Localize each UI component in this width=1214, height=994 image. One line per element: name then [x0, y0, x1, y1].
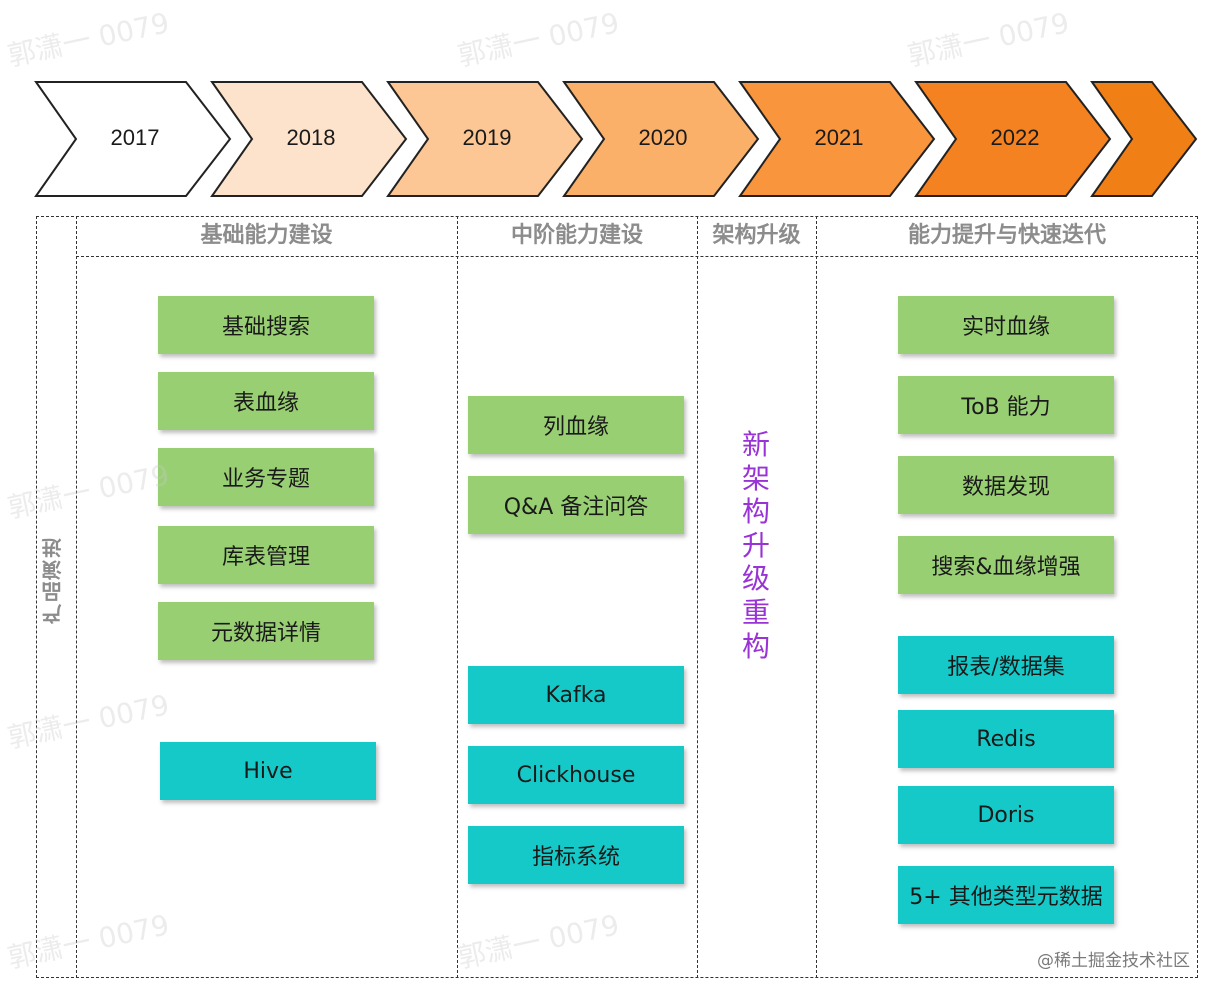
year-label-2021: 2021 — [814, 125, 864, 150]
timeline-chevron — [34, 81, 232, 197]
year-label-2020: 2020 — [638, 125, 688, 150]
timeline-chevron — [210, 81, 408, 197]
phase-title-intermediate: 中阶能力建设 — [510, 223, 643, 248]
divider-3 — [816, 216, 817, 978]
side-label: 产品演进 — [41, 536, 65, 624]
source-credit: @稀土掘金技术社区 — [1037, 951, 1190, 971]
item-label: 基础搜索 — [221, 315, 310, 340]
item-label: 实时血缘 — [961, 315, 1050, 340]
architecture-upgrade-text: 新架构升级重构 — [741, 428, 770, 663]
item-label: 库表管理 — [221, 545, 310, 570]
item-search-lineage-enhance: 搜索&血缘增强 — [898, 536, 1114, 594]
year-label-2017: 2017 — [110, 125, 160, 150]
item-report-dataset: 报表/数据集 — [898, 636, 1114, 694]
timeline — [34, 81, 1198, 197]
item-redis: Redis — [898, 710, 1114, 768]
year-label-2022: 2022 — [990, 125, 1040, 150]
timeline-chevron — [738, 81, 936, 197]
phase-title-improvement: 能力提升与快速迭代 — [907, 223, 1106, 248]
item-label: Doris — [977, 802, 1035, 828]
item-other-metadata: 5+ 其他类型元数据 — [898, 866, 1114, 924]
item-doris: Doris — [898, 786, 1114, 844]
item-hive: Hive — [160, 742, 376, 800]
header-divider — [76, 256, 1198, 257]
item-label: Redis — [976, 726, 1036, 752]
item-label: 元数据详情 — [210, 621, 321, 646]
item-label: 指标系统 — [531, 845, 620, 870]
item-label: 5+ 其他类型元数据 — [909, 885, 1103, 910]
item-label: 列血缘 — [542, 415, 609, 440]
item-label: Q&A 备注问答 — [503, 495, 649, 520]
item-table-lineage: 表血缘 — [158, 372, 374, 430]
item-label: Kafka — [545, 682, 607, 708]
timeline-chevron — [386, 81, 584, 197]
outer-frame — [36, 216, 1198, 978]
item-business-topic: 业务专题 — [158, 448, 374, 506]
divider-1 — [457, 216, 458, 978]
item-data-discovery: 数据发现 — [898, 456, 1114, 514]
item-label: Hive — [243, 758, 293, 784]
item-label: Clickhouse — [516, 762, 636, 788]
item-label: 表血缘 — [232, 391, 299, 416]
timeline-chevron — [562, 81, 760, 197]
phase-title-basic: 基础能力建设 — [200, 223, 333, 248]
item-basic-search: 基础搜索 — [158, 296, 374, 354]
item-label: ToB 能力 — [961, 395, 1051, 420]
item-label: 搜索&血缘增强 — [931, 555, 1081, 580]
item-realtime-lineage: 实时血缘 — [898, 296, 1114, 354]
divider-2 — [697, 216, 698, 978]
phase-title-architecture: 架构升级 — [712, 223, 801, 248]
timeline-chevron — [914, 81, 1112, 197]
item-kafka: Kafka — [468, 666, 684, 724]
item-clickhouse: Clickhouse — [468, 746, 684, 804]
item-column-lineage: 列血缘 — [468, 396, 684, 454]
item-label: 数据发现 — [961, 475, 1050, 500]
item-label: 报表/数据集 — [947, 655, 1065, 680]
item-table-management: 库表管理 — [158, 526, 374, 584]
item-label: 业务专题 — [221, 467, 310, 492]
year-label-2019: 2019 — [462, 125, 512, 150]
item-metadata-detail: 元数据详情 — [158, 602, 374, 660]
timeline-chevron — [1090, 81, 1198, 197]
item-qa-notes: Q&A 备注问答 — [468, 476, 684, 534]
divider-side — [76, 216, 77, 978]
item-tob: ToB 能力 — [898, 376, 1114, 434]
item-metrics-system: 指标系统 — [468, 826, 684, 884]
year-label-2018: 2018 — [286, 125, 336, 150]
